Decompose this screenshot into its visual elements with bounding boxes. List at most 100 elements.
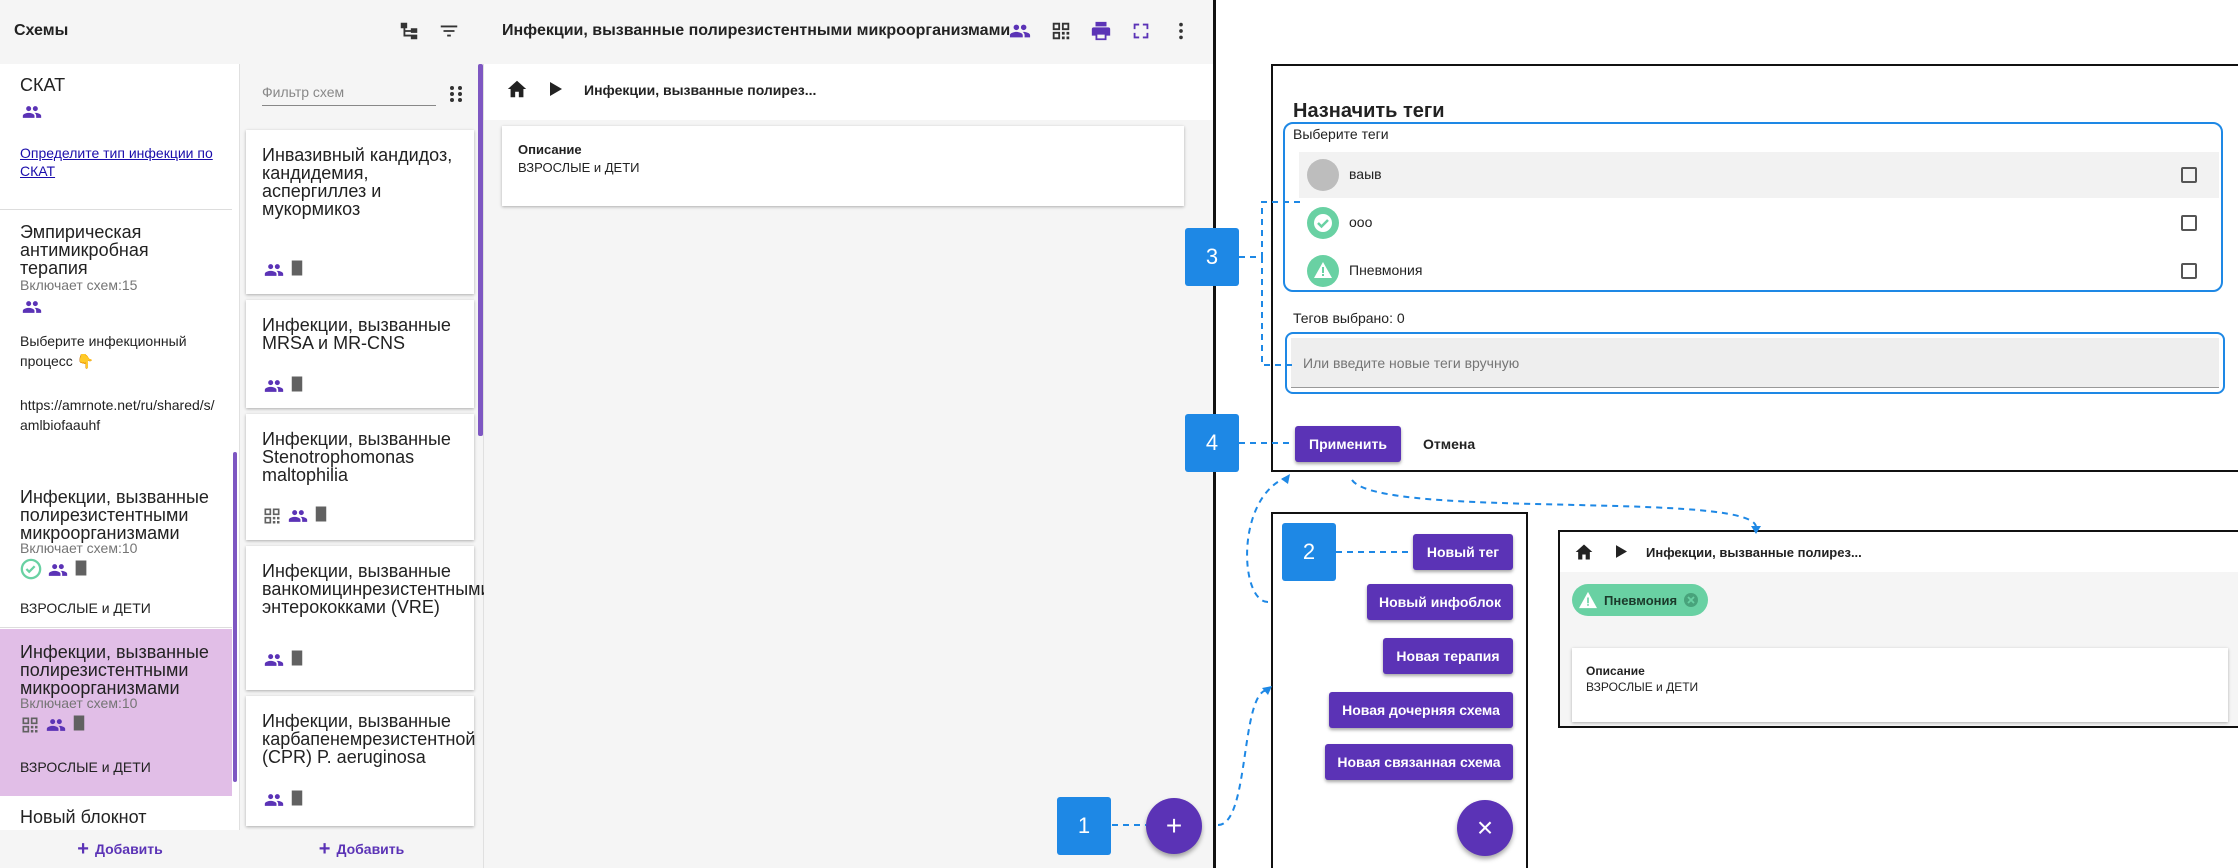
- hierarchy-icon[interactable]: [398, 20, 420, 42]
- breadcrumb: Инфекции, вызванные полирез...: [1560, 532, 2238, 572]
- scheme-card[interactable]: Инфекции, вызванные MRSA и MR-CNS: [246, 300, 474, 408]
- selected-count: Тегов выбрано: 0: [1293, 310, 1405, 326]
- item-description: ВЗРОСЛЫЕ и ДЕТИ: [20, 600, 151, 616]
- new-infoblock-button[interactable]: Новый инфоблок: [1367, 584, 1513, 620]
- warning-icon: [1578, 591, 1598, 609]
- new-therapy-button[interactable]: Новая терапия: [1383, 638, 1513, 674]
- item-title: Инфекции, вызванные полирезистентными ми…: [20, 642, 209, 698]
- tag-option[interactable]: ooo: [1299, 200, 2219, 246]
- scheme-card[interactable]: Инфекции, вызванные Stenotrophomonas mal…: [246, 414, 474, 540]
- users-icon: [44, 715, 68, 735]
- home-icon[interactable]: [1574, 542, 1594, 562]
- book-icon: [312, 504, 330, 524]
- tag-avatar: [1307, 159, 1339, 191]
- breadcrumb-current[interactable]: Инфекции, вызванные полирез...: [1646, 545, 1862, 560]
- app-window: Схемы Инфекции, вызванные полирезистентн…: [0, 0, 1216, 868]
- list-item[interactable]: СКАТ Определите тип инфекции по СКАТ: [0, 64, 232, 210]
- list-item[interactable]: Инфекции, вызванные полирезистентными ми…: [0, 476, 232, 628]
- item-subtitle: Включает схем:10: [20, 540, 138, 556]
- scheme-title: Инвазивный кандидоз, кандидемия, асперги…: [262, 145, 453, 219]
- top-bar: Схемы Инфекции, вызванные полирезистентн…: [0, 0, 1213, 64]
- tag-checkbox[interactable]: [2181, 263, 2197, 279]
- breadcrumb-current[interactable]: Инфекции, вызванные полирез...: [584, 82, 817, 98]
- users-icon: [262, 650, 286, 670]
- item-description: ВЗРОСЛЫЕ и ДЕТИ: [20, 759, 151, 775]
- book-icon: [288, 258, 306, 278]
- scheme-card[interactable]: Инвазивный кандидоз, кандидемия, асперги…: [246, 130, 474, 294]
- qr-code-icon[interactable]: [1050, 20, 1072, 42]
- add-notebook-button[interactable]: +Добавить: [0, 830, 240, 868]
- tag-label: ваыв: [1349, 166, 1382, 182]
- tag-checkbox[interactable]: [2181, 215, 2197, 231]
- check-badge-icon: [20, 558, 42, 580]
- scheme-list: Фильтр схем Инвазивный кандидоз, кандиде…: [240, 64, 491, 868]
- users-icon: [262, 790, 286, 810]
- list-item[interactable]: Новый блокнот: [0, 796, 232, 826]
- callout-1: 1: [1057, 797, 1111, 855]
- scheme-title: Инфекции, вызванные карбапенемрезистентн…: [262, 711, 476, 767]
- add-scheme-button[interactable]: +Добавить: [240, 830, 483, 868]
- scheme-title: Инфекции, вызванные Stenotrophomonas mal…: [262, 429, 451, 485]
- card-text: ВЗРОСЛЫЕ и ДЕТИ: [518, 160, 640, 175]
- users-icon: [46, 560, 70, 580]
- result-preview-panel: Инфекции, вызванные полирез... Пневмония…: [1558, 530, 2238, 728]
- users-icon: [20, 297, 44, 317]
- filter-icon[interactable]: [438, 20, 460, 42]
- tag-option[interactable]: ваыв: [1299, 152, 2219, 198]
- scrollbar[interactable]: [478, 64, 483, 436]
- tag-option[interactable]: Пневмония: [1299, 248, 2219, 294]
- description-card[interactable]: Описание ВЗРОСЛЫЕ и ДЕТИ: [502, 126, 1184, 206]
- assign-tags-dialog: Назначить теги Выберите теги ваыв ooo Пн…: [1271, 64, 2238, 472]
- new-tags-highlight: Или введите новые теги вручную: [1285, 332, 2225, 394]
- remove-tag-icon[interactable]: [1683, 592, 1699, 608]
- new-child-scheme-button[interactable]: Новая дочерняя схема: [1329, 692, 1513, 728]
- book-icon: [288, 648, 306, 668]
- drag-grid-icon[interactable]: [448, 84, 464, 104]
- card-title: Описание: [518, 142, 582, 157]
- item-link[interactable]: Определите тип инфекции по СКАТ: [20, 145, 213, 179]
- list-item-selected[interactable]: Инфекции, вызванные полирезистентными ми…: [0, 629, 232, 796]
- more-vert-icon[interactable]: [1170, 20, 1192, 42]
- check-badge-icon: [1307, 207, 1339, 239]
- choose-tags-label: Выберите теги: [1293, 126, 1389, 142]
- play-arrow-icon: [550, 82, 562, 96]
- users-icon: [262, 376, 286, 396]
- list-item[interactable]: Эмпирическая антимикробная терапия Включ…: [0, 211, 232, 501]
- breadcrumb: Инфекции, вызванные полирез...: [484, 64, 1213, 120]
- new-tags-input[interactable]: Или введите новые теги вручную: [1291, 338, 2219, 388]
- cancel-button[interactable]: Отмена: [1423, 436, 1476, 452]
- scheme-title: Инфекции, вызванные ванкомицинрезистентн…: [262, 561, 491, 617]
- close-fab[interactable]: ×: [1457, 800, 1513, 856]
- tag-chip[interactable]: Пневмония: [1572, 584, 1708, 616]
- tag-checkbox[interactable]: [2181, 167, 2197, 183]
- scheme-card[interactable]: Инфекции, вызванные ванкомицинрезистентн…: [246, 546, 491, 690]
- scheme-content: Инфекции, вызванные полирез... Описание …: [484, 64, 1213, 868]
- scrollbar[interactable]: [233, 452, 237, 782]
- sidebar-title: Схемы: [14, 22, 69, 39]
- fab-menu-panel: Новый тег Новый инфоблок Новая терапия Н…: [1271, 512, 1528, 868]
- filter-input[interactable]: Фильтр схем: [262, 80, 436, 106]
- description-card[interactable]: Описание ВЗРОСЛЫЕ и ДЕТИ: [1572, 648, 2228, 722]
- add-fab[interactable]: +: [1146, 798, 1202, 854]
- item-title: Новый блокнот: [20, 807, 147, 827]
- callout-3: 3: [1185, 228, 1239, 286]
- notebook-list: СКАТ Определите тип инфекции по СКАТ Эмп…: [0, 64, 240, 868]
- item-title: СКАТ: [20, 75, 66, 95]
- header-title: Инфекции, вызванные полирезистентными ми…: [502, 22, 1011, 39]
- qr-code-icon: [20, 715, 40, 735]
- new-tag-button[interactable]: Новый тег: [1413, 534, 1513, 570]
- warning-icon: [1307, 255, 1339, 287]
- item-note: Выберите инфекционный процесс 👇: [20, 333, 187, 369]
- apply-button[interactable]: Применить: [1295, 426, 1401, 462]
- fullscreen-icon[interactable]: [1130, 20, 1152, 42]
- plus-icon: +: [77, 838, 89, 860]
- callout-2: 2: [1282, 523, 1336, 581]
- users-icon[interactable]: [1008, 20, 1032, 42]
- users-icon: [286, 506, 310, 526]
- book-icon: [288, 788, 306, 808]
- home-icon[interactable]: [506, 78, 528, 100]
- tag-label: ooo: [1349, 214, 1373, 230]
- new-linked-scheme-button[interactable]: Новая связанная схема: [1325, 744, 1513, 780]
- print-icon[interactable]: [1090, 20, 1112, 42]
- scheme-card[interactable]: Инфекции, вызванные карбапенемрезистентн…: [246, 696, 476, 826]
